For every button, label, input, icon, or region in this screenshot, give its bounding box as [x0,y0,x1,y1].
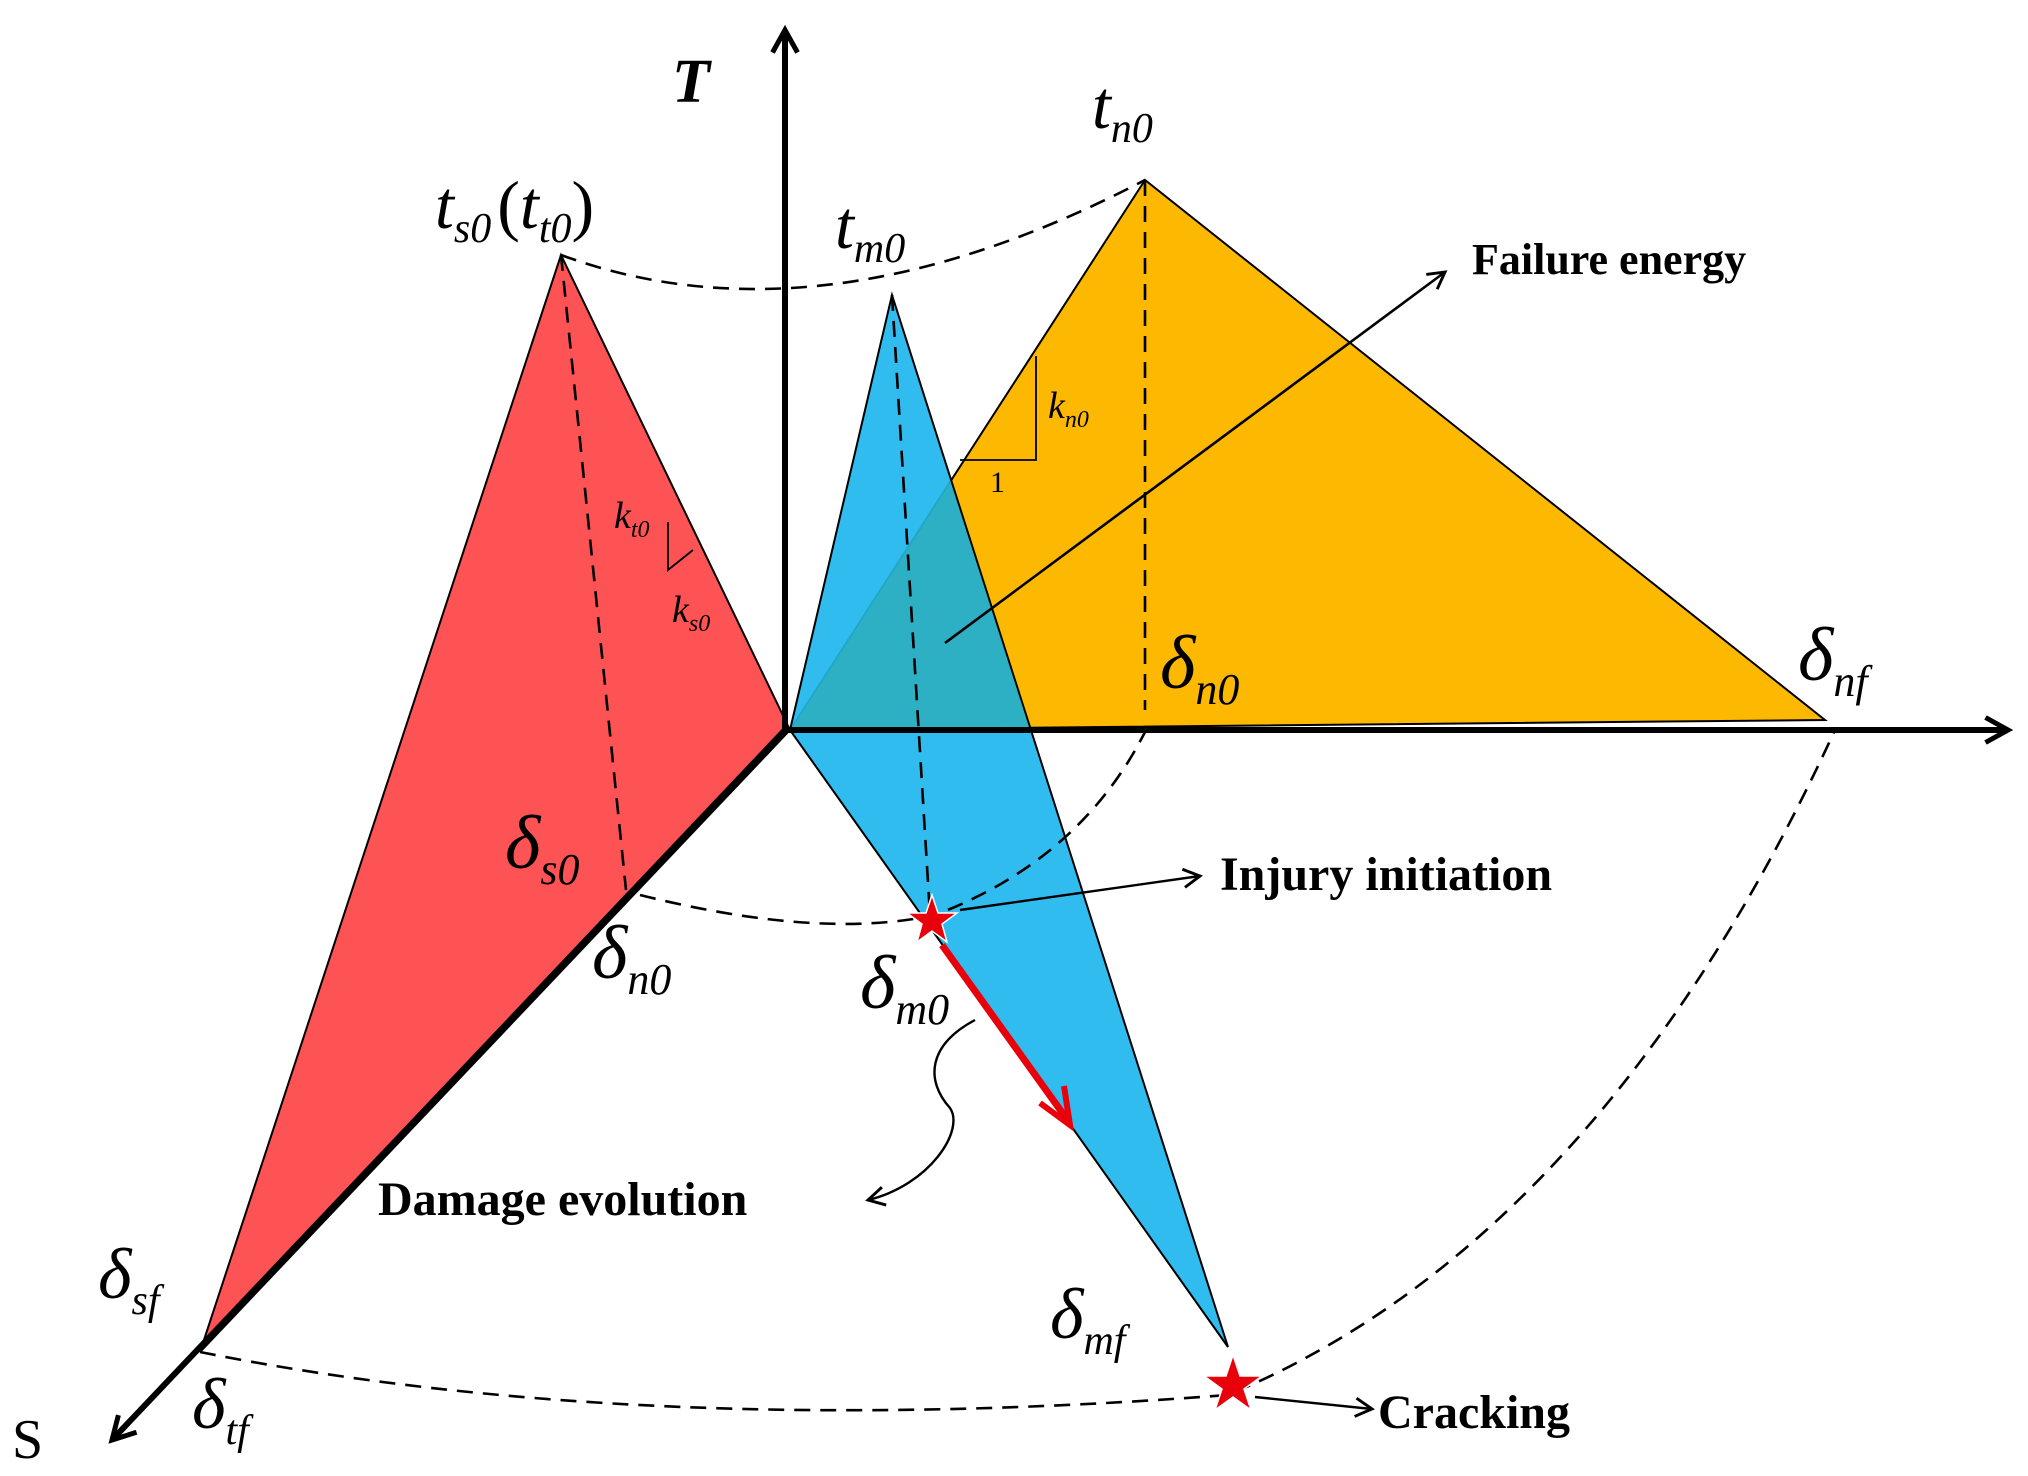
delta-n0-right-label: δn0 [1160,621,1239,714]
cracking-label: Cracking [1378,1386,1570,1439]
cracking-star-marker [1201,1352,1265,1412]
failure-energy-pointer [944,270,1448,645]
delta-tf-label: δtf [192,1364,254,1454]
kn0-slope-triangle [960,356,1037,461]
injury-initiation-pointer [959,867,1203,912]
s-axis-label: S [12,1409,43,1471]
delta-sf-label: δsf [98,1234,165,1324]
initiation-star-marker [904,892,960,944]
kt0-label: kt0 [614,495,650,543]
damage-evolution-arrowhead [1038,1085,1075,1132]
injury-initiation-label: Injury initiation [1220,848,1552,901]
tm0-label: tm0 [835,187,905,272]
shear-mode-triangle [199,252,792,1353]
damage-evolution-arrow [939,942,1069,1121]
damage-evolution-curl [865,1018,976,1207]
damage-evolution-label: Damage evolution [378,1173,747,1226]
delta-m0-label: δm0 [860,941,949,1034]
delta-s0-label: δs0 [505,801,579,894]
slope-unit-label: 1 [990,466,1005,499]
ts0-label: ts0(tt0) [435,167,594,252]
kn0-label: kn0 [1048,385,1089,433]
overlap-region [790,480,1030,730]
delta-mf-label: δmf [1050,1274,1131,1364]
ks0-label: ks0 [672,589,710,637]
ts0-drop-line [559,254,628,891]
cracking-pointer [1254,1395,1376,1418]
peak-envelope-curve [560,178,1146,291]
failure-envelope-curve [199,729,1837,1412]
tn0-label: tn0 [1092,67,1153,152]
t-axis-label: T [672,48,712,116]
s-axis [112,727,788,1440]
delta-n0-left-label: δn0 [592,911,671,1004]
kt0-ks0-slope-mark [667,522,694,572]
delta-nf-label: δnf [1798,613,1873,706]
failure-energy-label: Failure energy [1472,235,1746,284]
normal-mode-triangle [788,178,1828,732]
